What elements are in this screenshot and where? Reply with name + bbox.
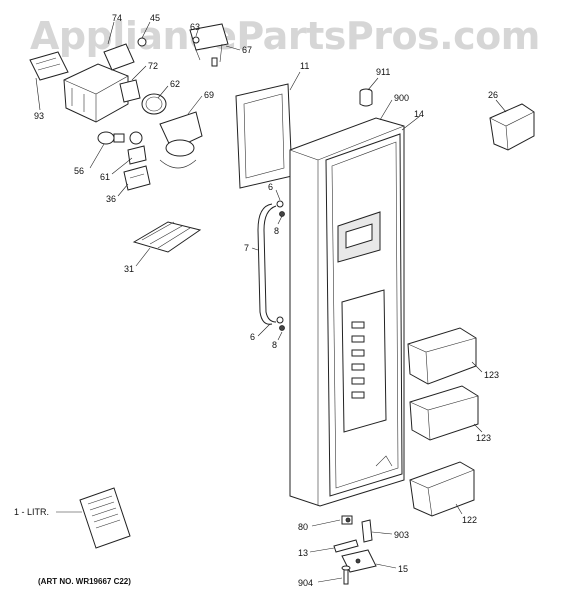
callout-6-upper[interactable]: 6: [268, 182, 274, 192]
callout-36[interactable]: 36: [106, 194, 117, 204]
part-dispenser-housing[interactable]: [63, 37, 147, 123]
callout-6-lower[interactable]: 6: [250, 332, 256, 342]
part-56-nut[interactable]: [97, 131, 125, 145]
callout-74[interactable]: 74: [112, 13, 123, 23]
callout-93[interactable]: 93: [34, 111, 45, 121]
part-80-cap[interactable]: [341, 515, 353, 525]
callout-14[interactable]: 14: [414, 109, 425, 119]
part-36-switch[interactable]: [123, 165, 151, 191]
part-911-cap[interactable]: [359, 88, 373, 107]
callout-123-upper[interactable]: 123: [484, 370, 500, 380]
callout-1-literature[interactable]: 1 - LITR.: [14, 507, 50, 517]
callout-72[interactable]: 72: [148, 61, 159, 71]
callout-123-lower[interactable]: 123: [476, 433, 492, 443]
callout-62[interactable]: 62: [170, 79, 181, 89]
callout-26[interactable]: 26: [488, 90, 499, 100]
callout-31[interactable]: 31: [124, 264, 135, 274]
callout-80[interactable]: 80: [298, 522, 309, 532]
callout-904[interactable]: 904: [298, 578, 314, 588]
callout-67[interactable]: 67: [242, 45, 253, 55]
art-number: (ART NO. WR19667 C22): [38, 577, 131, 586]
part-1-literature[interactable]: [79, 487, 131, 549]
callout-61[interactable]: 61: [100, 172, 111, 182]
callout-900[interactable]: 900: [394, 93, 410, 103]
part-123-door-bin-lower[interactable]: [409, 385, 479, 441]
callout-15[interactable]: 15: [398, 564, 409, 574]
callout-8-upper[interactable]: 8: [274, 226, 280, 236]
part-15-bracket[interactable]: [341, 549, 377, 573]
part-61-fitting[interactable]: [127, 131, 147, 165]
part-903-tube[interactable]: [361, 519, 373, 543]
callout-8-lower[interactable]: 8: [272, 340, 278, 350]
part-31-drip-tray[interactable]: [132, 221, 202, 253]
door-shelf-rails: [351, 321, 365, 399]
callout-13[interactable]: 13: [298, 548, 309, 558]
part-904-screw[interactable]: [341, 565, 351, 585]
callout-69[interactable]: 69: [204, 90, 215, 100]
part-63-67-bracket[interactable]: [189, 23, 229, 67]
callout-45[interactable]: 45: [150, 13, 161, 23]
leader-lines: [35, 21, 507, 583]
callout-7[interactable]: 7: [244, 243, 250, 253]
part-14-door-gasket[interactable]: [325, 133, 403, 497]
callout-903[interactable]: 903: [394, 530, 410, 540]
part-26-bin[interactable]: [489, 103, 535, 151]
part-7-handle[interactable]: [257, 200, 285, 331]
part-122-door-bin[interactable]: [409, 461, 475, 517]
part-69-motor[interactable]: [159, 111, 203, 169]
callout-11[interactable]: 11: [300, 61, 310, 71]
callout-911[interactable]: 911: [376, 67, 391, 77]
part-11-panel[interactable]: [235, 83, 293, 189]
callout-122[interactable]: 122: [462, 515, 478, 525]
part-123-door-bin-upper[interactable]: [407, 327, 477, 385]
callout-63[interactable]: 63: [190, 22, 201, 32]
part-13-rod[interactable]: [333, 539, 359, 553]
part-93-cover-plate[interactable]: [29, 51, 69, 81]
part-62-ring[interactable]: [141, 93, 167, 115]
callout-56[interactable]: 56: [74, 166, 85, 176]
